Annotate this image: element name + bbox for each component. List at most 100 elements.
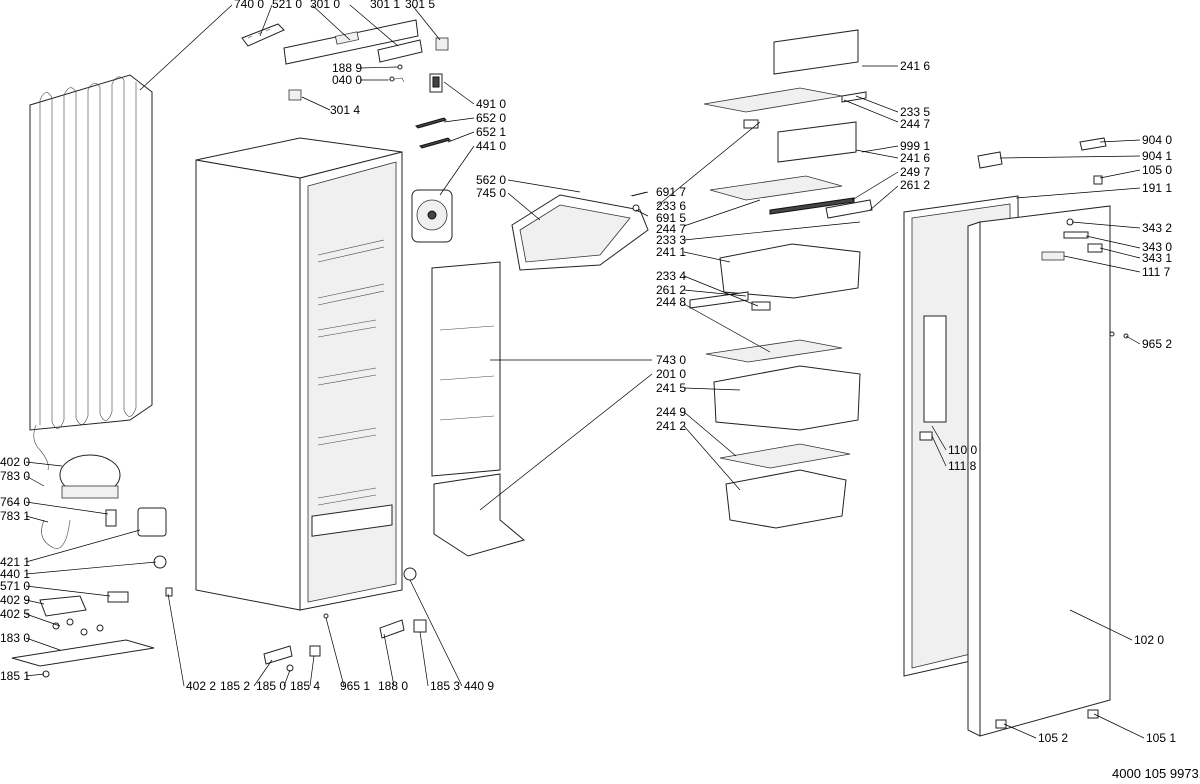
- glass-shelf-2449: [719, 443, 851, 469]
- shelf-frame-2416b: [777, 121, 857, 163]
- callout-185-1: 185 1: [0, 669, 30, 683]
- callout-244-8: 244 8: [656, 295, 686, 309]
- callout-965-1: 965 1: [340, 679, 370, 693]
- rail-2448: [689, 291, 749, 309]
- sensor-0400: [387, 76, 405, 83]
- rear-panel: [431, 261, 501, 477]
- callout-652-1: 652 1: [476, 125, 506, 139]
- tube-5710: [107, 591, 129, 603]
- callout-783-0: 783 0: [0, 469, 30, 483]
- callout-201-0: 201 0: [656, 367, 686, 381]
- plate-1117: [1041, 251, 1065, 261]
- clip-6915: [632, 204, 640, 212]
- callout-185-2: 185 2: [220, 679, 250, 693]
- callout-188-0: 188 0: [378, 679, 408, 693]
- callout-965-2: 965 2: [1142, 337, 1172, 351]
- bracket-2612: [825, 199, 873, 219]
- relay-4211: [137, 507, 167, 537]
- door-part-1118: [919, 431, 933, 441]
- clip-2336: [743, 119, 759, 129]
- evaporator-cover: [511, 194, 649, 271]
- callout-301-5: 301 5: [405, 0, 435, 11]
- led-strip-6520: [415, 117, 447, 129]
- crisper-2411: [719, 243, 861, 299]
- cap-1853: [413, 619, 427, 633]
- callout-241-5: 241 5: [656, 381, 686, 395]
- callout-691-5: 691 5: [656, 211, 686, 225]
- bracket-3430: [1063, 231, 1089, 239]
- callout-111-7: 111 7: [1142, 265, 1171, 279]
- callout-764-0: 764 0: [0, 495, 30, 509]
- callout-185-0: 185 0: [256, 679, 286, 693]
- feet-4025: [52, 618, 104, 636]
- callout-241-2: 241 2: [656, 419, 686, 433]
- callout-343-2: 343 2: [1142, 221, 1172, 235]
- callout-185-3: 185 3: [430, 679, 460, 693]
- callout-441-0: 441 0: [476, 139, 506, 153]
- tray-4029: [39, 595, 87, 617]
- hinge-cover-9040: [1079, 137, 1107, 151]
- callout-740-0: 740 0: [234, 0, 264, 11]
- callout-241-6b: 241 6: [900, 151, 930, 165]
- condenser-coil: [29, 74, 153, 471]
- callout-110-0: 110 0: [948, 443, 977, 457]
- cap-1854: [309, 645, 321, 657]
- callout-343-0: 343 0: [1142, 240, 1172, 254]
- callout-233-5: 233 5: [900, 105, 930, 119]
- foot-1051: [1087, 709, 1099, 719]
- pins-9652: [1109, 331, 1129, 339]
- callout-691-7: 691 7: [656, 185, 686, 199]
- callout-783-1: 783 1: [0, 509, 30, 523]
- callout-521-0: 521 0: [272, 0, 302, 11]
- glass-shelf-2335: [703, 87, 843, 113]
- capillary-7831: [41, 519, 71, 549]
- clip-6917: [629, 191, 647, 197]
- cover-3014: [288, 89, 302, 101]
- callout-233-6: 233 6: [656, 199, 686, 213]
- bracket-3431: [1087, 243, 1103, 253]
- callout-244-9: 244 9: [656, 405, 686, 419]
- hinge-1852: [263, 645, 293, 665]
- callout-191-1: 191 1: [1142, 181, 1172, 195]
- rail-2497: [769, 197, 855, 215]
- hinge-9041: [977, 151, 1003, 169]
- callout-343-1: 343 1: [1142, 251, 1172, 265]
- callout-402-2: 402 2: [186, 679, 216, 693]
- shelf-frame-2416a: [773, 29, 859, 75]
- callout-233-3: 233 3: [656, 233, 686, 247]
- callout-105-0: 105 0: [1142, 163, 1172, 177]
- glass-shelf-2447b: [709, 175, 843, 201]
- bottom-cover: [433, 473, 526, 557]
- hinge-1880: [379, 619, 405, 639]
- callout-244-7b: 244 7: [900, 117, 930, 131]
- callout-491-0: 491 0: [476, 97, 506, 111]
- callout-105-2: 105 2: [1038, 731, 1068, 745]
- crisper-2415: [713, 365, 861, 431]
- callout-421-1: 421 1: [0, 555, 30, 569]
- callout-233-4: 233 4: [656, 269, 686, 283]
- grommet-4409: [403, 567, 417, 581]
- callout-904-1: 904 1: [1142, 149, 1172, 163]
- callout-440-1: 440 1: [0, 567, 30, 581]
- callout-185-4: 185 4: [290, 679, 320, 693]
- crisper-2412: [725, 469, 847, 529]
- document-number: 4000 105 99731: [1112, 766, 1200, 781]
- callout-402-5: 402 5: [0, 607, 30, 621]
- callout-999-1: 999 1: [900, 139, 930, 153]
- cabinet-body: [195, 137, 403, 611]
- small-part-4022: [165, 587, 173, 597]
- foot-1052: [995, 719, 1007, 729]
- callout-241-1: 241 1: [656, 245, 686, 259]
- callout-261-2b: 261 2: [900, 178, 930, 192]
- callout-249-7: 249 7: [900, 165, 930, 179]
- base-plate-1830: [11, 639, 155, 667]
- callout-111-8: 111 8: [948, 459, 977, 473]
- callout-301-1: 301 1: [370, 0, 400, 11]
- screw-1850: [286, 664, 294, 672]
- button-3015: [435, 37, 449, 51]
- callout-652-0: 652 0: [476, 111, 506, 125]
- bracket-2612c: [751, 301, 771, 311]
- dryer-filter-7640: [105, 509, 117, 527]
- screw-1889: [397, 64, 403, 70]
